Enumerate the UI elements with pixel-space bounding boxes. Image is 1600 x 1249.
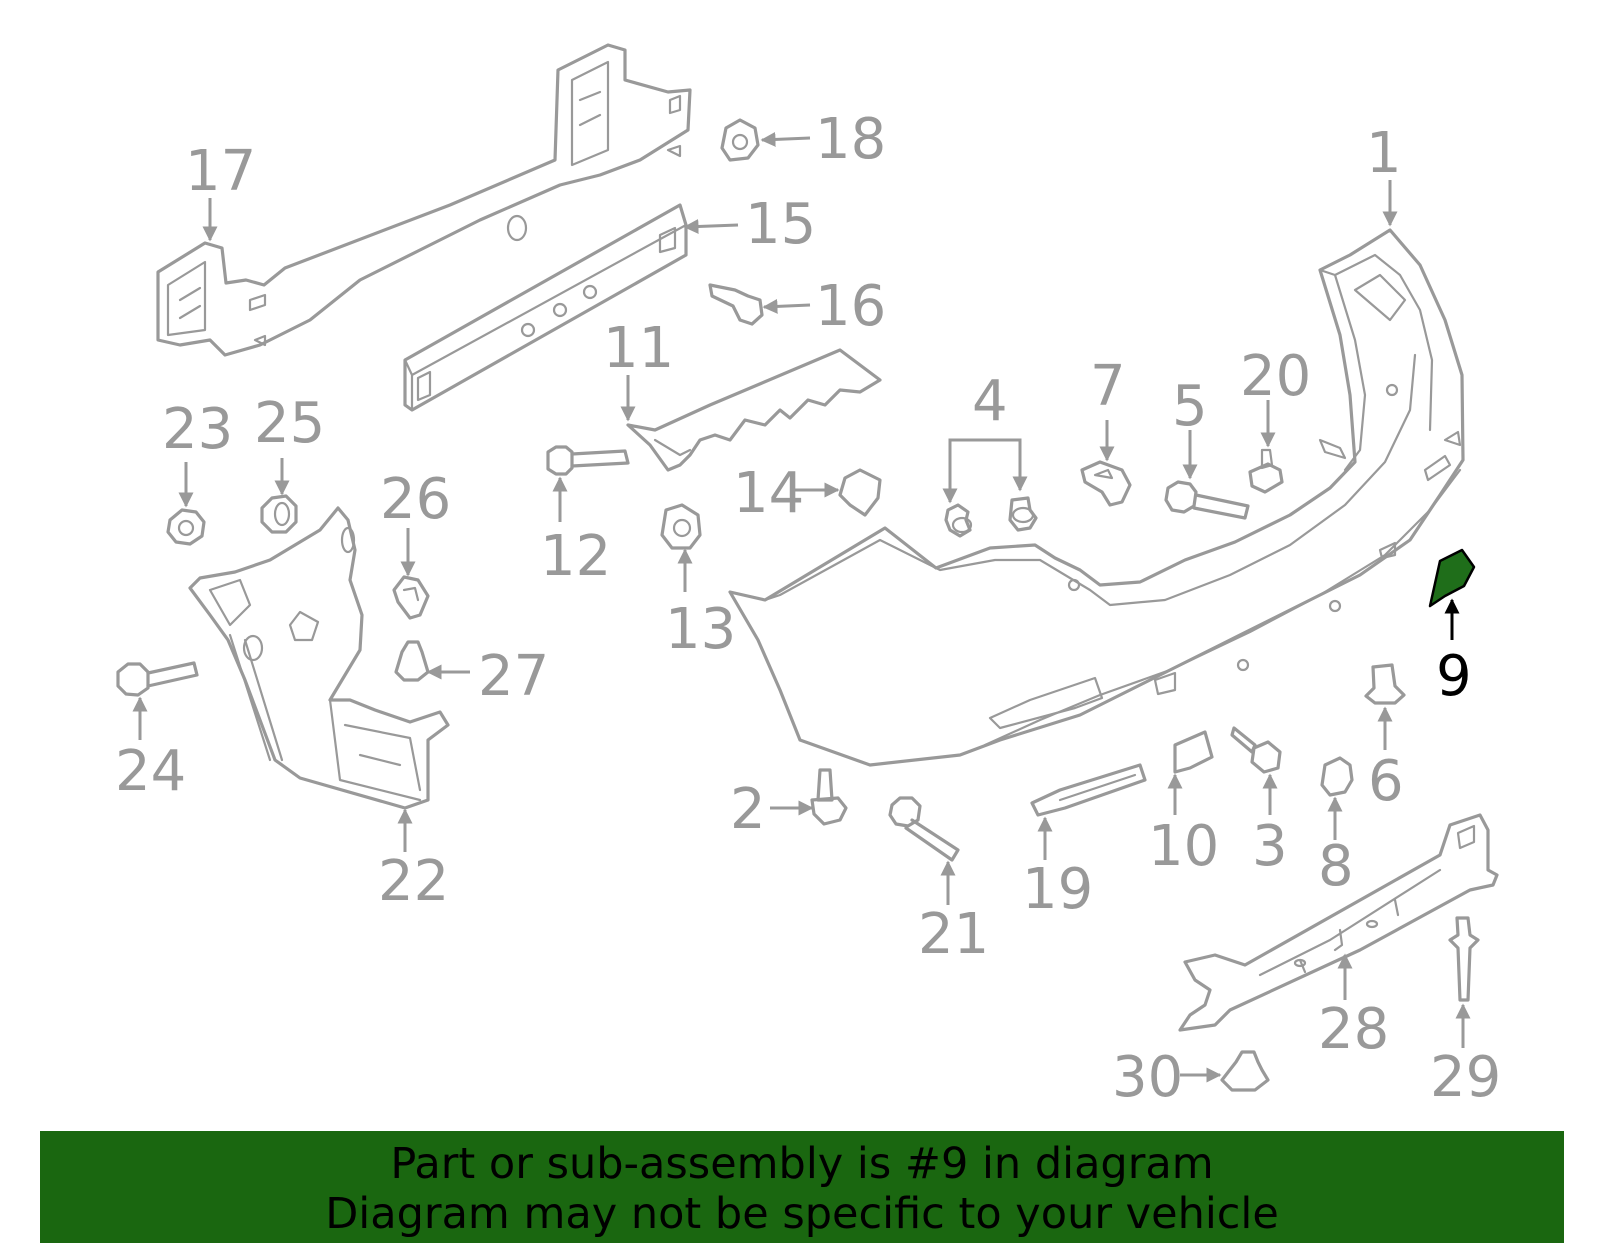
part-30-nut[interactable]: [1220, 1050, 1270, 1092]
callout-29: 29: [1430, 1045, 1501, 1110]
part-10-clip[interactable]: [1173, 730, 1214, 774]
part-19-strip[interactable]: [1030, 763, 1147, 817]
leader-lines: [132, 131, 1471, 1083]
part-27-clip[interactable]: [394, 640, 430, 682]
callout-7: 7: [1090, 354, 1126, 419]
callout-3: 3: [1252, 814, 1288, 879]
part-2-bolt[interactable]: [810, 768, 848, 826]
callout-24: 24: [115, 739, 186, 804]
part-13-nut[interactable]: [660, 503, 702, 550]
part-22-side-bracket[interactable]: [188, 506, 450, 810]
footer-line-disclaimer: Diagram may not be specific to your vehi…: [325, 1189, 1279, 1239]
callout-20: 20: [1240, 344, 1311, 409]
callout-4: 4: [972, 369, 1008, 434]
callout-26: 26: [380, 467, 451, 532]
callout-25: 25: [254, 391, 325, 456]
callout-9: 9: [1436, 644, 1472, 709]
part-4-rivets[interactable]: [944, 496, 1038, 538]
part-16-push-clip[interactable]: [708, 283, 764, 326]
part-29-bolt[interactable]: [1448, 916, 1480, 1002]
callout-5: 5: [1172, 374, 1208, 439]
callout-14: 14: [733, 461, 804, 526]
callout-23: 23: [162, 397, 233, 462]
part-3-bolt[interactable]: [1230, 726, 1282, 774]
part-11-bracket[interactable]: [626, 348, 882, 472]
part-21-bolt[interactable]: [888, 796, 960, 862]
callout-2: 2: [730, 777, 766, 842]
callout-28: 28: [1318, 997, 1389, 1062]
part-25-nut[interactable]: [260, 494, 298, 534]
part-20-clip[interactable]: [1248, 448, 1284, 494]
callout-19: 19: [1022, 857, 1093, 922]
part-24-bolt[interactable]: [116, 661, 199, 697]
part-8-grommet[interactable]: [1320, 756, 1354, 797]
part-1-bumper-cover[interactable]: [728, 228, 1465, 767]
callout-13: 13: [665, 597, 736, 662]
callout-numbers: 1 17 18 15 16 11 12 13 14 4 7 5 20 9 6 8…: [115, 107, 1501, 1110]
part-9-highlighted[interactable]: [1428, 548, 1476, 608]
callout-22: 22: [378, 849, 449, 914]
callout-21: 21: [918, 902, 989, 967]
part-17-bumper-reinforcement[interactable]: [156, 43, 692, 357]
part-23-nut[interactable]: [166, 508, 206, 546]
callout-15: 15: [745, 192, 816, 257]
callout-11: 11: [603, 316, 674, 381]
callout-30: 30: [1112, 1045, 1183, 1110]
footer-banner: Part or sub-assembly is #9 in diagram Di…: [40, 1131, 1564, 1243]
callout-12: 12: [540, 524, 611, 589]
callout-17: 17: [185, 139, 256, 204]
part-15-energy-absorber[interactable]: [403, 203, 688, 412]
callout-6: 6: [1368, 749, 1404, 814]
part-12-bolt[interactable]: [546, 445, 630, 476]
part-7-clip[interactable]: [1080, 460, 1132, 507]
callout-8: 8: [1318, 834, 1354, 899]
part-18-nut[interactable]: [720, 118, 760, 162]
callout-10: 10: [1148, 814, 1219, 879]
callout-27: 27: [478, 644, 549, 709]
part-28-lower-bracket[interactable]: [1178, 813, 1499, 1032]
footer-line-part-info: Part or sub-assembly is #9 in diagram: [390, 1139, 1214, 1189]
callout-1: 1: [1366, 121, 1402, 186]
part-6-push-pin[interactable]: [1364, 663, 1406, 705]
callout-18: 18: [815, 107, 886, 172]
part-26-clip[interactable]: [392, 575, 430, 620]
callout-16: 16: [815, 274, 886, 339]
part-5-bolt[interactable]: [1164, 480, 1250, 520]
part-14-clip[interactable]: [838, 468, 882, 517]
